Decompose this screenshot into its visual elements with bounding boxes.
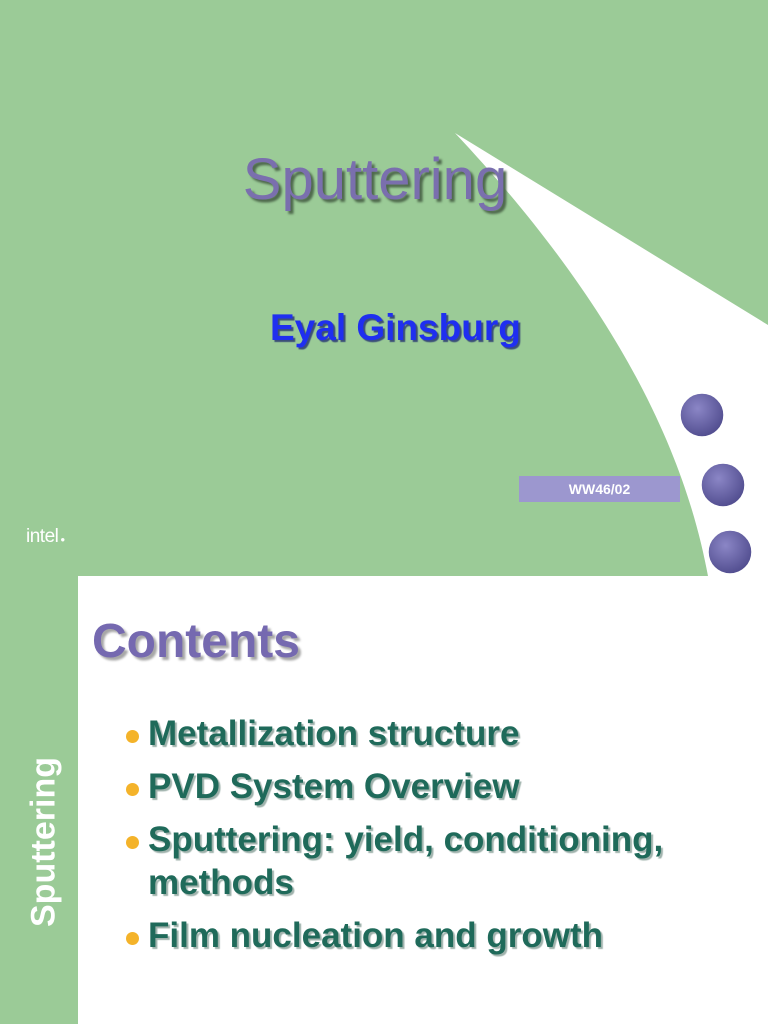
- contents-list: Metallization structure PVD System Overv…: [124, 712, 744, 967]
- author-name: Eyal Ginsburg: [270, 307, 521, 348]
- list-item: Sputtering: yield, conditioning, methods: [124, 818, 744, 904]
- list-item-text: PVD System Overview: [148, 767, 520, 806]
- list-item: Metallization structure: [124, 712, 744, 755]
- decorative-circle: [679, 392, 725, 438]
- intel-logo: intel●: [26, 526, 65, 548]
- decorative-circle: [707, 529, 753, 575]
- list-item: PVD System Overview: [124, 765, 744, 808]
- title-slide: Sputtering Eyal Ginsburg WW46/02 intel●: [0, 0, 768, 576]
- list-item-text: Metallization structure: [148, 714, 520, 753]
- slide-decoration: [455, 133, 768, 576]
- contents-title: Contents: [92, 615, 300, 668]
- logo-text: intel: [26, 526, 59, 547]
- list-item: Film nucleation and growth: [124, 914, 744, 957]
- white-swoosh-shape: [455, 133, 768, 576]
- contents-slide: Sputtering Contents Metallization struct…: [0, 576, 768, 1024]
- bullet-icon: [126, 730, 139, 743]
- slide-title: Sputtering: [242, 147, 508, 212]
- decorative-circle: [700, 462, 746, 508]
- list-item-text: Sputtering: yield, conditioning, methods: [148, 820, 664, 902]
- date-badge: WW46/02: [519, 476, 680, 502]
- bullet-icon: [126, 783, 139, 796]
- logo-registered-icon: ●: [60, 535, 65, 544]
- sidebar-label: Sputtering: [24, 757, 63, 927]
- bullet-icon: [126, 932, 139, 945]
- bullet-icon: [126, 836, 139, 849]
- sidebar: Sputtering: [0, 576, 78, 1024]
- list-item-text: Film nucleation and growth: [148, 916, 603, 955]
- date-label: WW46/02: [568, 481, 631, 497]
